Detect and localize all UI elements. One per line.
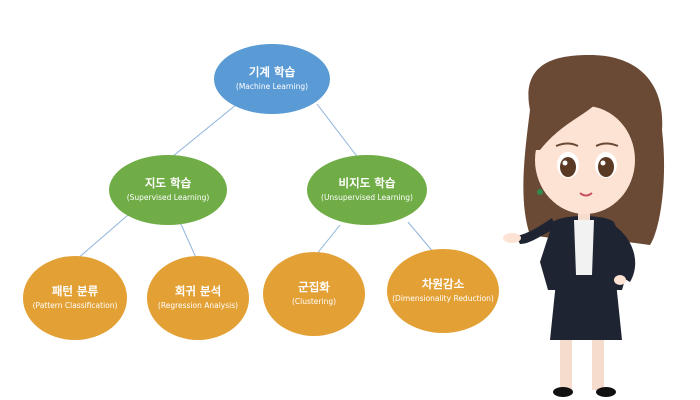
node-title: 회귀 분석 bbox=[175, 284, 221, 298]
edge-unsupervised-clustering bbox=[315, 224, 341, 256]
node-subtitle: (Supervised Learning) bbox=[127, 193, 210, 202]
hair-bangs bbox=[532, 69, 643, 150]
node-shape bbox=[109, 155, 227, 225]
node-title: 지도 학습 bbox=[145, 176, 192, 190]
node-shape bbox=[23, 256, 127, 340]
node-shape bbox=[387, 249, 499, 333]
arm-right bbox=[606, 224, 636, 282]
node-title: 차원감소 bbox=[422, 277, 465, 291]
node-shape bbox=[263, 252, 365, 336]
shirt bbox=[574, 220, 594, 275]
iris-right bbox=[598, 157, 614, 177]
node-dimensionality-reduction: 차원감소 (Dimensionality Reduction) bbox=[387, 249, 499, 333]
shoe-left bbox=[553, 387, 573, 397]
skirt bbox=[550, 282, 622, 340]
leg-right bbox=[592, 330, 604, 390]
edge-root-unsupervised bbox=[316, 103, 363, 164]
leg-left bbox=[560, 330, 572, 390]
brow-right bbox=[595, 142, 619, 147]
arm-left bbox=[516, 218, 556, 244]
earring bbox=[537, 189, 543, 195]
node-pattern-classification: 패턴 분류 (Pattern Classification) bbox=[23, 256, 127, 340]
edge-supervised-regression bbox=[179, 221, 198, 261]
node-subtitle: (Unsupervised Learning) bbox=[321, 193, 413, 202]
node-subtitle: (Regression Analysis) bbox=[158, 301, 238, 310]
brow-left bbox=[555, 142, 579, 147]
edge-supervised-classification bbox=[75, 214, 129, 261]
hand-right bbox=[614, 275, 626, 285]
shoe-right bbox=[596, 387, 616, 397]
node-subtitle: (Pattern Classification) bbox=[33, 301, 118, 310]
mouth bbox=[579, 192, 593, 197]
node-unsupervised-learning: 비지도 학습 (Unsupervised Learning) bbox=[307, 155, 427, 225]
node-title: 패턴 분류 bbox=[52, 284, 99, 298]
node-shape bbox=[307, 155, 427, 225]
eye-highlight-right bbox=[600, 160, 606, 166]
node-title: 군집화 bbox=[298, 280, 330, 294]
iris-left bbox=[560, 157, 576, 177]
hand-left bbox=[503, 233, 521, 243]
node-shape bbox=[214, 44, 330, 114]
edge-unsupervised-dimred bbox=[407, 221, 435, 254]
node-clustering: 군집화 (Clustering) bbox=[263, 252, 365, 336]
node-subtitle: (Machine Learning) bbox=[236, 82, 308, 91]
eye-highlight-left bbox=[562, 160, 568, 166]
node-shape bbox=[147, 256, 249, 340]
node-regression-analysis: 회귀 분석 (Regression Analysis) bbox=[147, 256, 249, 340]
node-machine-learning: 기계 학습 (Machine Learning) bbox=[214, 44, 330, 114]
node-supervised-learning: 지도 학습 (Supervised Learning) bbox=[109, 155, 227, 225]
node-title: 기계 학습 bbox=[249, 65, 296, 79]
node-subtitle: (Clustering) bbox=[292, 297, 336, 306]
face bbox=[535, 106, 635, 214]
node-subtitle: (Dimensionality Reduction) bbox=[392, 294, 494, 303]
businesswoman-illustration bbox=[503, 55, 665, 397]
node-title: 비지도 학습 bbox=[339, 176, 396, 190]
